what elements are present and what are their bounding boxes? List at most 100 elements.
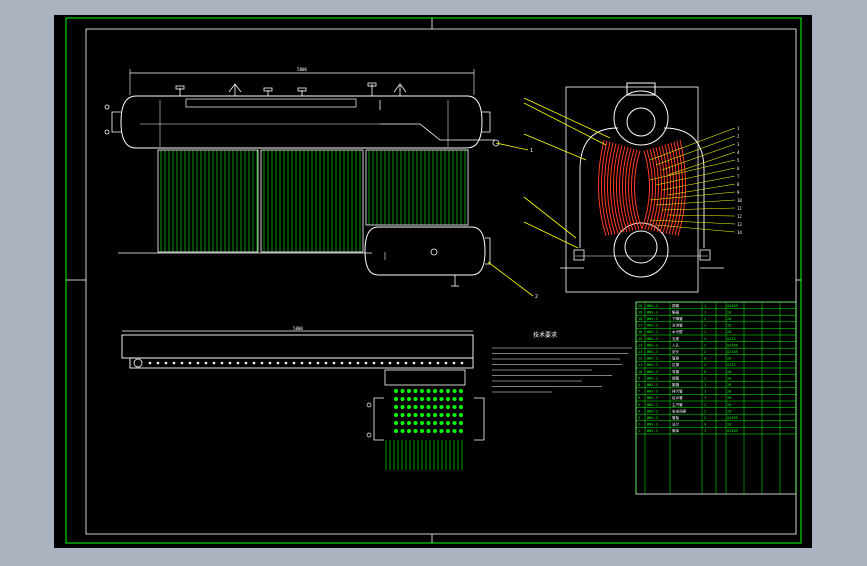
parts-row-15-col-1: WNS-3 <box>647 337 658 341</box>
support-saddles <box>560 249 724 269</box>
parts-row-3-col-2: 管板 <box>672 415 680 420</box>
parts-row-2-col-1: WNS-3 <box>647 423 658 427</box>
parts-row-14-col-1: WNS-3 <box>647 343 658 347</box>
parts-row-19-col-4: 20 <box>727 310 731 314</box>
convection-tube-bank <box>160 150 466 252</box>
parts-row-19-col-1: WNS-3 <box>647 310 658 314</box>
parts-row-12-col-0: 12 <box>638 357 642 361</box>
parts-row-7-col-4: 20 <box>727 390 731 394</box>
parts-row-9-col-0: 9 <box>638 376 640 380</box>
parts-row-16-col-1: WNS-3 <box>647 330 658 334</box>
parts-row-11-col-1: WNS-3 <box>647 363 658 367</box>
dimension-text-top: 5000 <box>297 67 307 72</box>
tube-bundle-detail <box>366 369 485 470</box>
parts-row-5-col-0: 5 <box>638 403 640 407</box>
parts-row-12-col-4: 20 <box>727 357 731 361</box>
parts-row-16-col-0: 16 <box>638 330 642 334</box>
callout-left-1: 1 <box>530 148 533 154</box>
callout-right-3: 3 <box>737 142 740 147</box>
parts-row-4-col-3: 2 <box>704 409 706 413</box>
parts-row-11-col-3: 4 <box>704 363 706 367</box>
parts-row-14-col-3: 2 <box>704 343 706 347</box>
callout-right-8: 8 <box>737 182 740 187</box>
parts-row-10-col-0: 10 <box>638 370 642 374</box>
parts-row-8-col-3: 1 <box>704 383 706 387</box>
technical-notes: 技术要求 <box>492 331 632 393</box>
callout-right-4: 4 <box>737 150 740 155</box>
parts-row-1-col-3: 1 <box>704 429 706 433</box>
parts-row-4-col-0: 4 <box>638 409 640 413</box>
parts-row-18-col-2: 下降管 <box>672 316 683 321</box>
parts-row-10-col-1: WNS-3 <box>647 370 658 374</box>
parts-row-11-col-2: 拉撑 <box>672 362 680 367</box>
parts-row-5-col-3: 1 <box>704 403 706 407</box>
parts-row-4-col-1: WNS-3 <box>647 409 658 413</box>
callout-right-5: 5 <box>737 158 740 163</box>
parts-row-20-col-0: 20 <box>638 304 642 308</box>
parts-row-15-col-3: 4 <box>704 337 706 341</box>
parts-row-10-col-2: 弯管 <box>672 369 680 374</box>
parts-row-3-col-1: WNS-3 <box>647 416 658 420</box>
parts-row-19-col-3: 1 <box>704 310 706 314</box>
parts-row-1-col-0: 1 <box>638 429 640 433</box>
section-leaders <box>523 97 611 249</box>
parts-row-12-col-3: 8 <box>704 357 706 361</box>
parts-row-3-col-4: Q245R <box>727 416 739 420</box>
parts-row-3-col-3: 2 <box>704 416 706 420</box>
drum-nozzles <box>175 82 407 110</box>
parts-row-16-col-2: 水冷壁 <box>672 329 683 334</box>
parts-row-9-col-3: 1 <box>704 376 706 380</box>
centering-marks <box>66 18 801 543</box>
parts-row-8-col-0: 8 <box>638 383 640 387</box>
parts-row-11-col-4: Q235 <box>727 363 736 367</box>
callout-right-12: 12 <box>737 214 742 219</box>
parts-row-8-col-2: 集箱 <box>672 382 680 387</box>
lower-drum <box>364 226 486 276</box>
parts-row-18-col-3: 2 <box>704 317 706 321</box>
parts-row-15-col-0: 15 <box>638 337 642 341</box>
parts-row-4-col-2: 安全阀座 <box>672 408 687 413</box>
parts-row-13-col-0: 13 <box>638 350 642 354</box>
parts-row-11-col-0: 11 <box>638 363 642 367</box>
parts-row-8-col-4: 20 <box>727 383 731 387</box>
parts-row-14-col-2: 人孔 <box>672 342 680 347</box>
parts-row-17-col-2: 对流管 <box>672 323 683 328</box>
outer-border <box>65 17 802 544</box>
upper-drum <box>120 95 483 149</box>
parts-row-6-col-4: 20 <box>727 396 731 400</box>
parts-row-7-col-2: 排污管 <box>672 389 683 394</box>
callout-left-2: 2 <box>535 294 538 300</box>
parts-row-17-col-4: 20 <box>727 324 731 328</box>
parts-row-16-col-3: 1 <box>704 330 706 334</box>
callout-right-13: 13 <box>737 222 742 227</box>
parts-row-1-col-2: 筒体 <box>672 428 680 433</box>
parts-row-19-col-0: 19 <box>638 310 642 314</box>
parts-row-13-col-3: 2 <box>704 350 706 354</box>
parts-row-1-col-1: WNS-3 <box>647 429 658 433</box>
dimension-text-bottom: 5000 <box>293 326 303 331</box>
parts-row-20-col-2: 锅筒 <box>672 303 680 308</box>
parts-row-12-col-2: 管座 <box>672 356 680 361</box>
drawing-sheet <box>54 15 812 548</box>
parts-row-5-col-2: 主汽管 <box>672 402 683 407</box>
parts-row-6-col-3: 1 <box>704 396 706 400</box>
parts-row-19-col-2: 集箱 <box>672 309 680 314</box>
callout-right-6: 6 <box>737 166 740 171</box>
header-plan-view: 5000 <box>121 326 474 369</box>
parts-row-4-col-4: 20 <box>727 409 731 413</box>
parts-row-7-col-0: 7 <box>638 390 640 394</box>
parts-row-13-col-1: WNS-3 <box>647 350 658 354</box>
parts-row-14-col-0: 14 <box>638 343 642 347</box>
parts-row-13-col-2: 封头 <box>672 349 680 354</box>
callout-right-2: 2 <box>737 134 740 139</box>
parts-row-18-col-4: 20 <box>727 317 731 321</box>
parts-row-9-col-4: 20 <box>727 376 731 380</box>
parts-row-7-col-1: WNS-3 <box>647 390 658 394</box>
parts-row-18-col-0: 18 <box>638 317 642 321</box>
water-wall-tubes <box>598 139 686 237</box>
parts-row-5-col-4: 20 <box>727 403 731 407</box>
